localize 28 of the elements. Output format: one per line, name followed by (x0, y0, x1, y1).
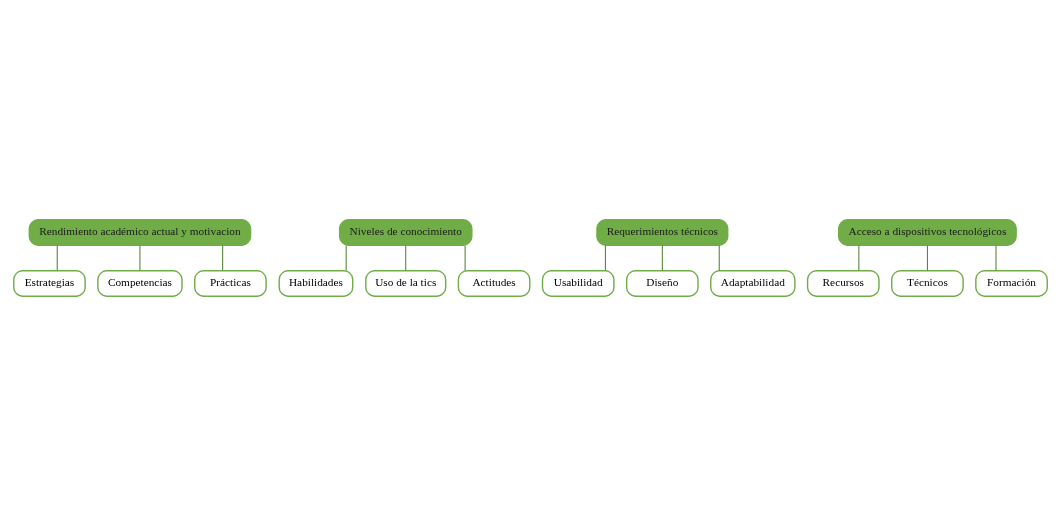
connector (345, 244, 347, 271)
node-box: Habilidades (278, 269, 354, 297)
node-box: Competencias (97, 269, 183, 297)
node-box: Requerimientos técnicos (596, 218, 729, 246)
connector (718, 244, 720, 271)
node-box: Recursos (806, 269, 880, 297)
node-box: Niveles de conocimiento (338, 218, 473, 246)
node-box: Uso de la tics (365, 269, 447, 297)
connector (858, 244, 860, 271)
connector (926, 244, 928, 271)
connector (604, 244, 606, 271)
connector (661, 244, 663, 271)
node-box: Acceso a dispositivos tecnológicos (838, 218, 1017, 246)
connector (222, 244, 224, 271)
connector (139, 244, 141, 271)
node-box: Prácticas (194, 269, 267, 297)
connector (464, 244, 466, 271)
node-box: Formación (975, 269, 1048, 297)
node-box: Técnicos (891, 269, 964, 297)
connector (56, 244, 58, 271)
node-box: Estrategias (13, 269, 86, 297)
connector (995, 244, 997, 271)
connector (405, 244, 407, 271)
node-box: Usabilidad (541, 269, 615, 297)
node-box: Diseño (625, 269, 699, 297)
node-box: Rendimiento académico actual y motivacion (28, 218, 252, 246)
node-box: Actitudes (457, 269, 531, 297)
node-box: Adaptabilidad (710, 269, 796, 297)
